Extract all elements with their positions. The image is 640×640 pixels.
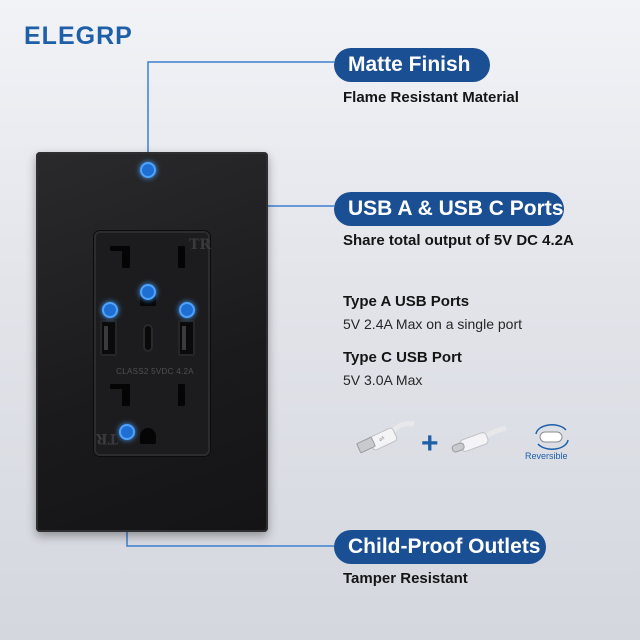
usb-c-port xyxy=(143,324,153,352)
plus-sign: + xyxy=(421,427,439,460)
usb-a-spec-heading: Type A USB Ports xyxy=(343,293,470,310)
feature-pill-child-proof: Child-Proof Outlets xyxy=(334,530,546,564)
lower-neutral-slot xyxy=(110,384,130,389)
usb-c-cable-icon xyxy=(451,425,507,453)
usb-a-port-right xyxy=(178,320,195,356)
feature-subtitle-matte-finish: Flame Resistant Material xyxy=(343,89,519,106)
upper-hot-slot xyxy=(178,246,185,268)
usb-c-spec-heading: Type C USB Port xyxy=(343,349,462,366)
callout-dot-usb-c xyxy=(140,284,156,300)
matte-finish-line xyxy=(147,61,334,168)
usb-c-spec-detail: 5V 3.0A Max xyxy=(343,372,423,388)
usb-a-spec-detail: 5V 2.4A Max on a single port xyxy=(343,316,522,332)
upper-neutral-slot xyxy=(110,246,130,251)
feature-pill-matte-finish: Matte Finish xyxy=(334,48,490,82)
lower-ground-hole xyxy=(140,428,156,444)
feature-pill-usb-ports: USB A & USB C Ports xyxy=(334,192,564,226)
brand-logo: ELEGRP xyxy=(24,22,133,50)
feature-subtitle-usb-ports: Share total output of 5V DC 4.2A xyxy=(343,232,574,249)
callout-dot-matte xyxy=(140,162,156,178)
lower-hot-slot xyxy=(178,384,185,406)
svg-text:⇌: ⇌ xyxy=(378,435,386,444)
upper-tr-mark: TR xyxy=(189,237,212,253)
feature-subtitle-child-proof: Tamper Resistant xyxy=(343,570,468,587)
usb-a-tongue xyxy=(104,326,108,350)
usb-a-port-left xyxy=(100,320,117,356)
lower-neutral-slot-stem xyxy=(122,384,130,406)
callout-dot-usb-a-left xyxy=(102,302,118,318)
usb-a-tongue xyxy=(182,326,186,350)
reversible-icon xyxy=(535,424,569,450)
upper-neutral-slot-stem xyxy=(122,246,130,268)
callout-dot-usb-a-right xyxy=(179,302,195,318)
reversible-label: Reversible xyxy=(525,451,568,461)
lower-tr-mark: TR xyxy=(96,430,119,446)
outlet-rating-label: CLASS2 5VDC 4.2A xyxy=(116,367,194,376)
usb-a-cable-icon: ⇌ xyxy=(356,421,415,454)
callout-dot-child-proof xyxy=(119,424,135,440)
